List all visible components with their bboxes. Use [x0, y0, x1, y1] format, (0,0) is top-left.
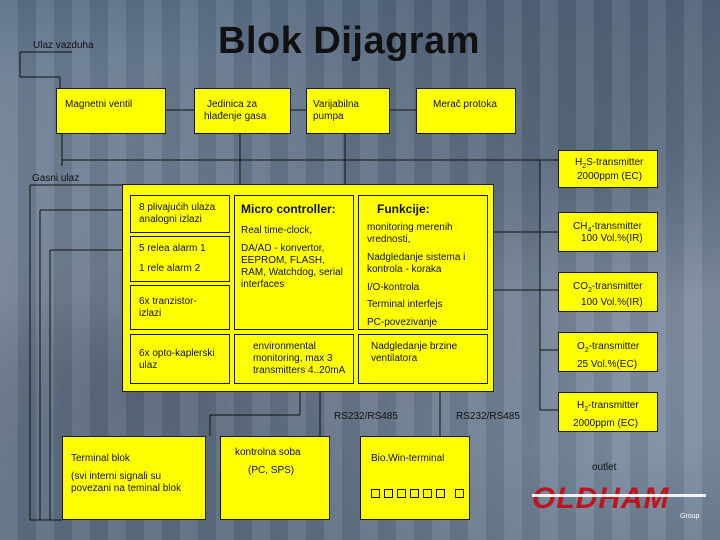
- outlet-label: outlet: [592, 462, 617, 473]
- functions-box: Funkcije: monitoring merenih vrednosti, …: [358, 195, 488, 330]
- monitoring-label-1: monitoring merenih: [367, 222, 453, 233]
- h2s-transmitter-box: H2S-transmitter 2000ppm (EC): [558, 150, 658, 188]
- analog-io-box: 8 plivajućih ulaza analogni izlazi: [130, 195, 230, 233]
- environmental-monitoring-box: environmental monitoring, max 3 transmit…: [234, 334, 354, 384]
- opto-input-box: 6x opto-kaplerski ulaz: [130, 334, 230, 384]
- h2-transmitter-label: H2-transmitter: [577, 400, 639, 413]
- oldham-logo: OLDHAM Group: [532, 482, 706, 520]
- fan-supervision-label-1: Nadgledanje brzine: [371, 341, 458, 352]
- air-inlet-label: Ulaz vazduha: [33, 40, 94, 51]
- h2-transmitter-box: H2-transmitter 2000ppm (EC): [558, 392, 658, 432]
- relay-alarm-1-label: 5 relea alarm 1: [139, 243, 206, 254]
- flow-meter-box: Merač protoka: [416, 88, 516, 134]
- terminal-block-box: Terminal blok (svi interni signali su po…: [62, 436, 206, 520]
- biowin-keypad-squares: [371, 485, 468, 503]
- control-room-box: kontrolna soba (PC, SPS): [220, 436, 330, 520]
- h2s-transmitter-label: H2S-transmitter: [575, 157, 644, 170]
- ch4-range-label: 100 Vol.%(IR): [581, 233, 643, 244]
- opto-label-1: 6x opto-kaplerski: [139, 348, 215, 359]
- control-room-label-1: kontrolna soba: [235, 447, 301, 458]
- svg-text:OLDHAM: OLDHAM: [532, 482, 670, 515]
- terminal-block-label-1: Terminal blok: [71, 453, 130, 464]
- converter-label-2: EEPROM, FLASH,: [241, 255, 325, 266]
- opto-label-2: ulaz: [139, 360, 158, 371]
- ch4-transmitter-label: CH4-transmitter: [573, 221, 642, 234]
- transistor-label-1: 6x tranzistor-: [139, 296, 197, 307]
- converter-label-4: interfaces: [241, 279, 285, 290]
- realtime-clock-label: Real time-clock,: [241, 225, 313, 236]
- terminal-block-label-2: (svi interni signali su: [71, 471, 162, 482]
- co2-transmitter-label: CO2-transmitter: [573, 281, 643, 294]
- converter-label-3: RAM, Watchdog, serial: [241, 267, 343, 278]
- cooling-unit-label-1: Jedinica za: [207, 99, 258, 110]
- o2-transmitter-label: O2-transmitter: [577, 341, 640, 354]
- analog-io-label-1: 8 plivajućih ulaza: [139, 202, 216, 213]
- env-label-3: transmitters 4..20mA: [253, 365, 346, 376]
- transistor-label-2: izlazi: [139, 308, 162, 319]
- monitoring-label-2: vrednosti,: [367, 234, 411, 245]
- transistor-output-box: 6x tranzistor- izlazi: [130, 285, 230, 330]
- relay-box: 5 relea alarm 1 1 rele alarm 2: [130, 236, 230, 282]
- magnetic-valve-box: Magnetni ventil: [56, 88, 166, 134]
- fan-supervision-box: Nadgledanje brzine ventilatora: [358, 334, 488, 384]
- fan-supervision-label-2: ventilatora: [371, 353, 418, 364]
- h2-range-label: 2000ppm (EC): [573, 418, 639, 429]
- o2-transmitter-box: O2-transmitter 25 Vol.%(EC): [558, 332, 658, 372]
- rs-left-label: RS232/RS485: [334, 411, 398, 422]
- co2-transmitter-box: CO2-transmitter 100 Vol.%(IR): [558, 272, 658, 312]
- cooling-unit-label-2: hlađenje gasa: [204, 111, 267, 122]
- micro-controller-heading: Micro controller:: [241, 202, 336, 216]
- relay-alarm-2-label: 1 rele alarm 2: [139, 263, 201, 274]
- biowin-terminal-label: Bio.Win-terminal: [371, 453, 445, 464]
- biowin-terminal-box: Bio.Win-terminal: [360, 436, 470, 520]
- io-control-label: I/O-kontrola: [367, 282, 420, 293]
- variable-pump-label-2: pumpa: [313, 111, 344, 122]
- terminal-interface-label: Terminal interfejs: [367, 299, 443, 310]
- cooling-unit-box: Jedinica za hlađenje gasa: [194, 88, 291, 134]
- page-title: Blok Dijagram: [218, 20, 481, 62]
- flow-meter-label: Merač protoka: [433, 99, 497, 110]
- variable-pump-label-1: Varijabilna: [313, 99, 359, 110]
- control-room-label-2: (PC, SPS): [248, 465, 295, 476]
- env-label-1: environmental: [253, 341, 316, 352]
- rs-right-label: RS232/RS485: [456, 411, 520, 422]
- ch4-transmitter-box: CH4-transmitter 100 Vol.%(IR): [558, 212, 658, 252]
- pc-link-label: PC-povezivanje: [367, 317, 438, 328]
- gas-inlet-label: Gasni ulaz: [32, 173, 80, 184]
- env-label-2: monitoring, max 3: [253, 353, 333, 364]
- converter-label-1: DA/AD - konvertor,: [241, 243, 325, 254]
- terminal-block-label-3: povezani na teminal blok: [71, 483, 182, 494]
- supervision-label-2: kontrola - koraka: [367, 264, 442, 275]
- svg-text:Group: Group: [680, 513, 700, 520]
- analog-io-label-2: analogni izlazi: [139, 214, 202, 225]
- supervision-label-1: Nadgledanje sistema i: [367, 252, 466, 263]
- magnetic-valve-label: Magnetni ventil: [65, 99, 133, 110]
- co2-range-label: 100 Vol.%(IR): [581, 297, 643, 308]
- variable-pump-box: Varijabilna pumpa: [306, 88, 390, 134]
- micro-controller-box: Micro controller: Real time-clock, DA/AD…: [234, 195, 354, 330]
- functions-heading: Funkcije:: [377, 202, 430, 216]
- o2-range-label: 25 Vol.%(EC): [577, 359, 638, 370]
- h2s-range-label: 2000ppm (EC): [577, 171, 643, 182]
